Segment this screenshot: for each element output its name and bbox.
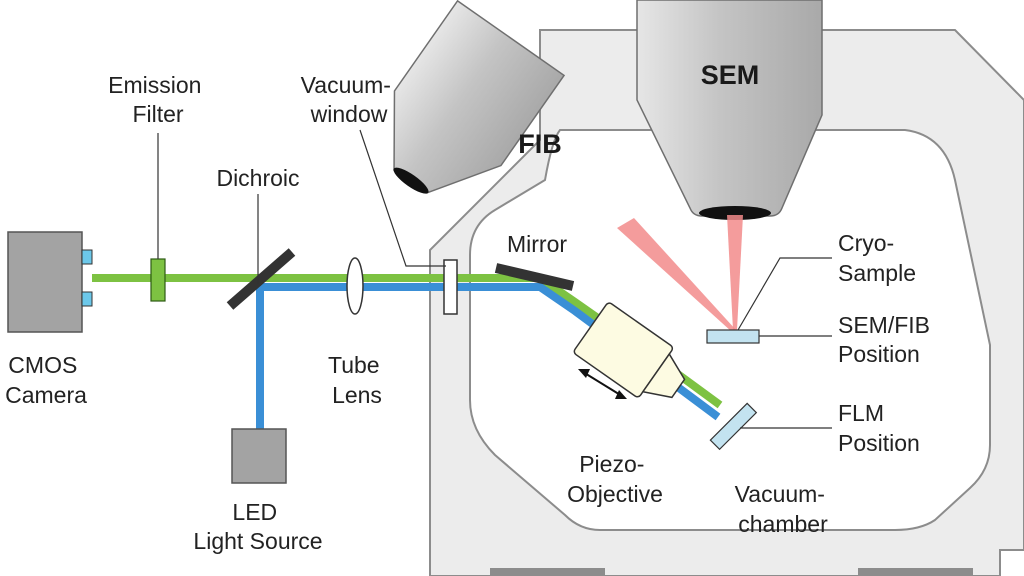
sem-aperture [699,206,771,220]
flm-position-label-line1: FLM [838,400,884,426]
sem-column [636,0,823,217]
piezo-objective-label: Piezo- Objective [567,451,663,507]
emission-filter-label-line1: Emission [108,72,201,98]
led-light-source-label-line1: LED [232,499,277,525]
vacuum-window-label: Vacuum- window [301,72,398,127]
chamber-port-left [490,568,605,576]
sem-electron-beam [727,215,743,330]
piezo-objective-element [573,302,686,399]
dichroic-label: Dichroic [216,165,299,191]
mirror-element [494,263,575,291]
piezo-movement-arrow [578,369,627,399]
cryo-sample-label-line1: Cryo- [838,230,894,256]
vacuum-window-leader [359,129,446,267]
cmos-camera-label-line1: CMOS [8,352,77,378]
tube-lens-label-line2: Lens [332,382,382,408]
excitation-beam-path-horizontal [256,283,721,430]
sem-fib-sample-position [706,329,760,344]
fib-column [393,0,566,194]
vacuum-window-label-line1: Vacuum- [301,72,391,98]
vacuum-window-element [443,259,458,315]
flm-sample-position [709,402,758,451]
emission-filter-label: Emission Filter [108,72,208,127]
piezo-objective-label-line2: Objective [567,481,663,507]
cryo-sample-label-line2: Sample [838,260,916,286]
led-light-source-body [231,428,287,484]
piezo-objective-label-line1: Piezo- [579,451,644,477]
fib-ion-beam [617,218,736,332]
cmos-camera-body [7,231,83,333]
cmos-camera-label-line2: Camera [5,382,87,408]
vacuum-chamber-label-line2: chamber [738,511,828,537]
sem-label: SEM [701,60,760,90]
cmos-camera-label: CMOS Camera [5,352,87,408]
tube-lens-label-line1: Tube [328,352,380,378]
emission-beam-path [92,274,723,409]
mirror-label: Mirror [507,231,567,257]
led-light-source-label-line2: Light Source [193,528,322,554]
emission-filter-element [150,258,166,302]
cmos-camera-port-top [81,249,93,265]
vacuum-window-label-line2: window [310,101,388,127]
tube-lens-element [346,257,364,315]
flm-position-label-line2: Position [838,430,920,456]
cryo-sample-label: Cryo- Sample [838,230,916,286]
sem-fib-position-label-line2: Position [838,341,920,367]
sem-fib-position-label-line1: SEM/FIB [838,312,930,338]
flm-position-label: FLM Position [838,400,920,456]
tube-lens-label: Tube Lens [328,352,386,408]
chamber-port-right [858,568,973,576]
cryo-sample-leader [737,257,832,331]
vacuum-chamber-label-line1: Vacuum- [735,481,825,507]
cmos-camera-port-bottom [81,291,93,307]
sem-fib-position-label: SEM/FIB Position [838,312,936,367]
vacuum-chamber-label: Vacuum- chamber [735,481,832,537]
fib-label: FIB [518,129,562,159]
dichroic-mirror [226,248,296,310]
emission-filter-label-line2: Filter [132,101,183,127]
led-light-source-label: LED Light Source [193,499,322,554]
